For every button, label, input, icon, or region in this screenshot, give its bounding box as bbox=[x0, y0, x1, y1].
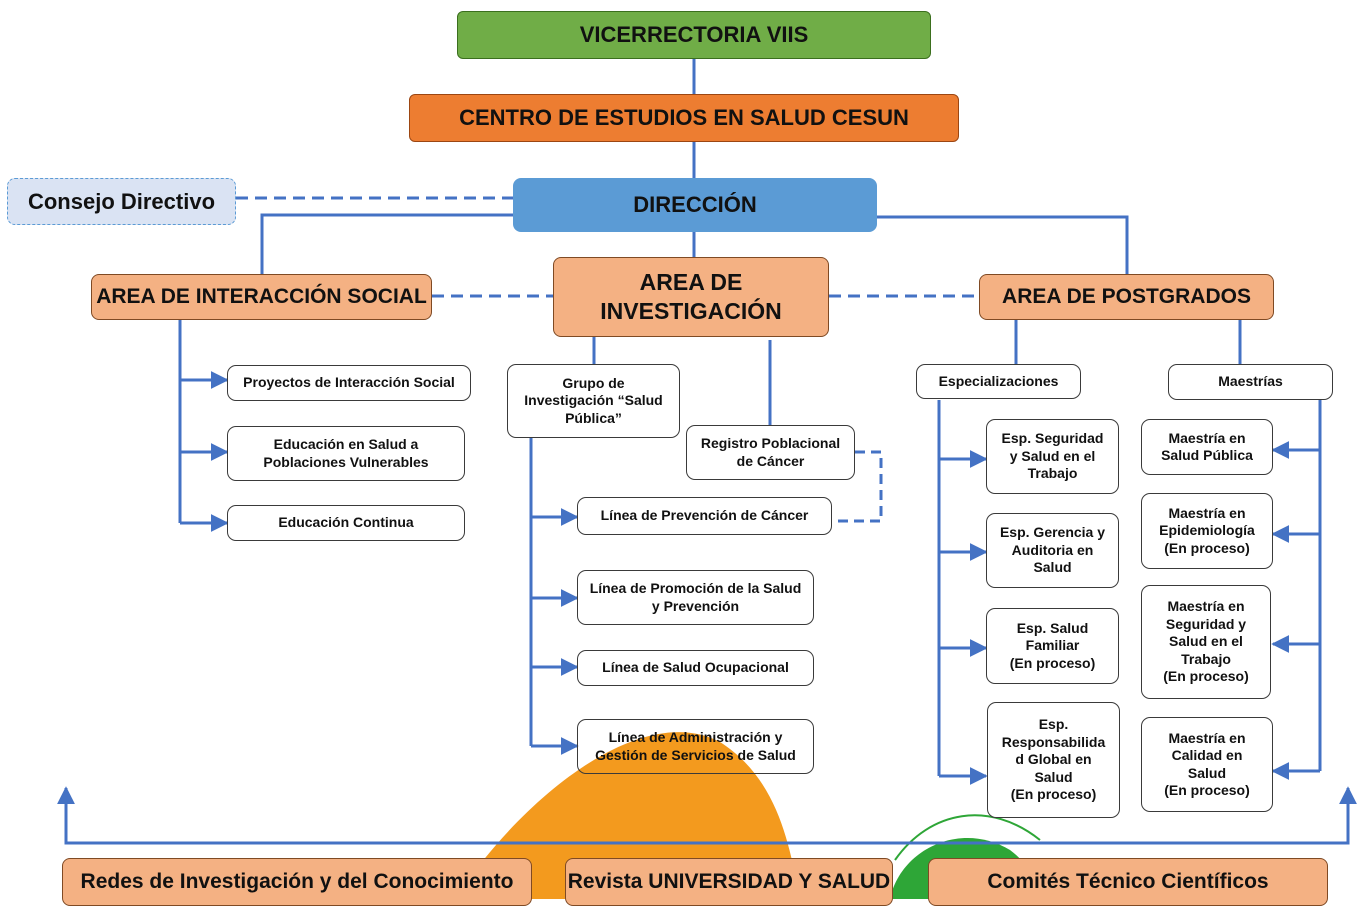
vicerrectoria-box: VICERRECTORIA VIIS bbox=[457, 11, 931, 59]
linea-item-label: Línea de Prevención de Cáncer bbox=[600, 507, 809, 524]
especializacion-item-label: Esp. Salud Familiar (En proceso) bbox=[1009, 619, 1096, 671]
redes-investigacion-box: Redes de Investigación y del Conocimient… bbox=[62, 858, 532, 906]
maestria-item-label: Maestría en Epidemiología (En proceso) bbox=[1159, 504, 1255, 556]
vicerrectoria-label: VICERRECTORIA VIIS bbox=[579, 22, 809, 48]
comites-label: Comités Técnico Científicos bbox=[987, 869, 1269, 893]
maestria-item: Maestría en Seguridad y Salud en el Trab… bbox=[1141, 585, 1271, 699]
interaccion-item: Educación Continua bbox=[227, 505, 465, 541]
redes-investigacion-label: Redes de Investigación y del Conocimient… bbox=[80, 869, 514, 893]
maestria-item-label: Maestría en Seguridad y Salud en el Trab… bbox=[1163, 598, 1249, 685]
revista-label: Revista UNIVERSIDAD Y SALUD bbox=[567, 869, 891, 893]
registro-poblacional-box: Registro Poblacional de Cáncer bbox=[686, 425, 855, 480]
area-investigacion-label: AREA DE INVESTIGACIÓN bbox=[600, 269, 782, 324]
linea-item: Línea de Prevención de Cáncer bbox=[577, 497, 832, 535]
linea-item-label: Línea de Administración y Gestión de Ser… bbox=[595, 729, 796, 763]
especializacion-item: Esp. Gerencia y Auditoria en Salud bbox=[986, 513, 1119, 588]
area-interaccion-label: AREA DE INTERACCIÓN SOCIAL bbox=[96, 284, 427, 308]
interaccion-item-label: Educación en Salud a Poblaciones Vulnera… bbox=[263, 436, 429, 470]
consejo-directivo-label: Consejo Directivo bbox=[27, 188, 216, 214]
area-interaccion-box: AREA DE INTERACCIÓN SOCIAL bbox=[91, 274, 432, 320]
grupo-investigacion-box: Grupo de Investigación “Salud Pública” bbox=[507, 364, 680, 438]
maestria-item: Maestría en Epidemiología (En proceso) bbox=[1141, 493, 1273, 569]
especializacion-item: Esp. Seguridad y Salud en el Trabajo bbox=[986, 419, 1119, 494]
maestria-item-label: Maestría en Salud Pública bbox=[1161, 429, 1253, 464]
centro-box: CENTRO DE ESTUDIOS EN SALUD CESUN bbox=[409, 94, 959, 142]
especializaciones-label: Especializaciones bbox=[938, 372, 1059, 389]
especializaciones-box: Especializaciones bbox=[916, 364, 1081, 399]
revista-box: Revista UNIVERSIDAD Y SALUD bbox=[565, 858, 893, 906]
grupo-investigacion-label: Grupo de Investigación “Salud Pública” bbox=[524, 374, 663, 426]
especializacion-item: Esp. Salud Familiar (En proceso) bbox=[986, 608, 1119, 684]
especializacion-item-label: Esp. Seguridad y Salud en el Trabajo bbox=[1001, 430, 1104, 482]
linea-item: Línea de Salud Ocupacional bbox=[577, 650, 814, 686]
maestrias-label: Maestrías bbox=[1218, 373, 1283, 390]
interaccion-item: Proyectos de Interacción Social bbox=[227, 365, 471, 401]
area-investigacion-box: AREA DE INVESTIGACIÓN bbox=[553, 257, 829, 337]
interaccion-item-label: Educación Continua bbox=[278, 514, 414, 531]
linea-item: Línea de Administración y Gestión de Ser… bbox=[577, 719, 814, 774]
area-postgrados-label: AREA DE POSTGRADOS bbox=[1002, 284, 1251, 308]
maestria-item: Maestría en Salud Pública bbox=[1141, 419, 1273, 475]
interaccion-item: Educación en Salud a Poblaciones Vulnera… bbox=[227, 426, 465, 481]
direccion-box: DIRECCIÓN bbox=[513, 178, 877, 232]
maestria-item-label: Maestría en Calidad en Salud (En proceso… bbox=[1164, 729, 1250, 799]
registro-poblacional-label: Registro Poblacional de Cáncer bbox=[700, 435, 841, 469]
especializacion-item-label: Esp. Gerencia y Auditoria en Salud bbox=[999, 524, 1106, 576]
maestrias-box: Maestrías bbox=[1168, 364, 1333, 400]
especializacion-item-label: Esp. Responsabilida d Global en Salud (E… bbox=[1001, 716, 1106, 803]
interaccion-item-label: Proyectos de Interacción Social bbox=[243, 374, 455, 391]
especializacion-item: Esp. Responsabilida d Global en Salud (E… bbox=[987, 702, 1120, 818]
linea-item-label: Línea de Promoción de la Salud y Prevenc… bbox=[589, 580, 802, 614]
maestria-item: Maestría en Calidad en Salud (En proceso… bbox=[1141, 717, 1273, 812]
centro-label: CENTRO DE ESTUDIOS EN SALUD CESUN bbox=[459, 105, 909, 131]
consejo-directivo-box: Consejo Directivo bbox=[7, 178, 236, 225]
linea-item: Línea de Promoción de la Salud y Prevenc… bbox=[577, 570, 814, 625]
linea-item-label: Línea de Salud Ocupacional bbox=[602, 659, 789, 676]
comites-box: Comités Técnico Científicos bbox=[928, 858, 1328, 906]
area-postgrados-box: AREA DE POSTGRADOS bbox=[979, 274, 1274, 320]
direccion-label: DIRECCIÓN bbox=[633, 192, 757, 218]
